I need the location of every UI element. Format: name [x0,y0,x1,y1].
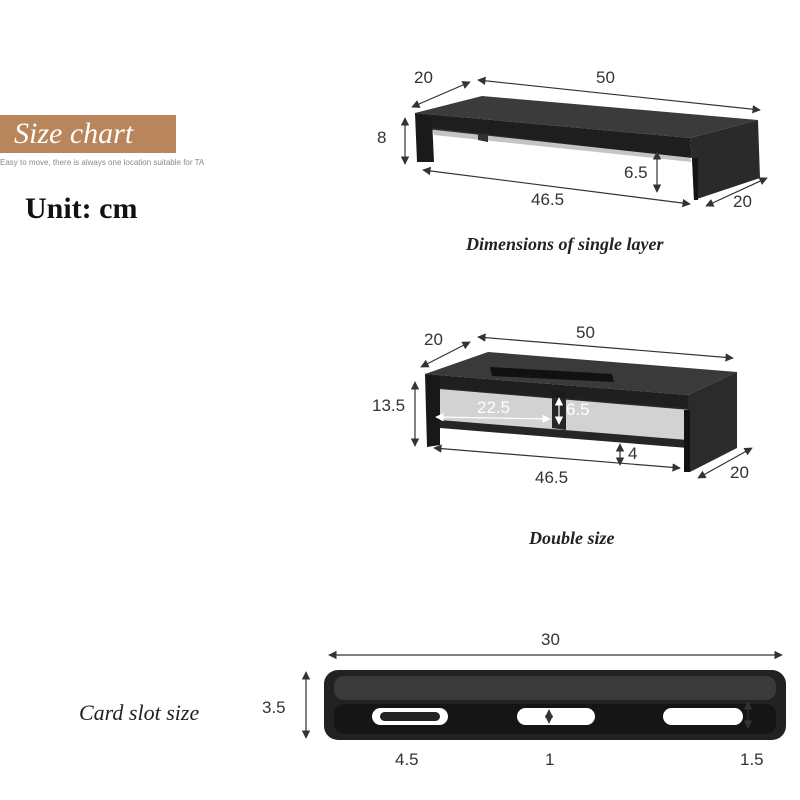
single-inner-height-label: 6.5 [624,163,648,182]
double-width-top-label: 50 [576,323,595,342]
card-slot-b-label: 1 [545,750,555,769]
double-layer-white-dimension-lines [435,397,564,425]
double-depth-top-label: 20 [424,330,443,349]
card-slot-piece [324,670,786,740]
unit-label: Unit: cm [25,192,138,225]
single-layer-caption: Dimensions of single layer [466,234,664,254]
single-layer-dimension-lines [400,76,768,208]
page-title: Size chart [14,117,134,150]
card-slot-a-label: 4.5 [395,750,419,769]
double-height-label: 13.5 [372,396,406,415]
double-layer-stand [425,352,737,472]
card-slot-c-label: 1.5 [740,750,764,769]
card-slot-length-label: 30 [541,630,560,649]
single-inner-width-label: 46.5 [531,190,565,209]
single-height-label: 8 [377,128,387,147]
double-layer-caption: Double size [529,528,615,548]
header-banner: Size chart [0,115,176,153]
header-subtitle: Easy to move, there is always one locati… [0,158,205,167]
double-shelf-width-label: 22.5 [477,398,511,417]
single-width-top-label: 50 [596,68,615,87]
card-slot-caption: Card slot size [79,700,200,725]
double-bottom-gap-label: 4 [628,444,638,463]
card-slot-height-label: 3.5 [262,698,286,717]
single-depth-top-label: 20 [414,68,433,87]
double-shelf-height-label: 6.5 [566,400,590,419]
single-layer-stand [415,96,760,200]
card-slot-dimension-lines [301,650,783,739]
single-depth-bottom-label: 20 [733,192,752,211]
double-layer-dimension-lines [410,333,753,479]
double-inner-width-label: 46.5 [535,468,569,487]
double-depth-bottom-label: 20 [730,463,749,482]
